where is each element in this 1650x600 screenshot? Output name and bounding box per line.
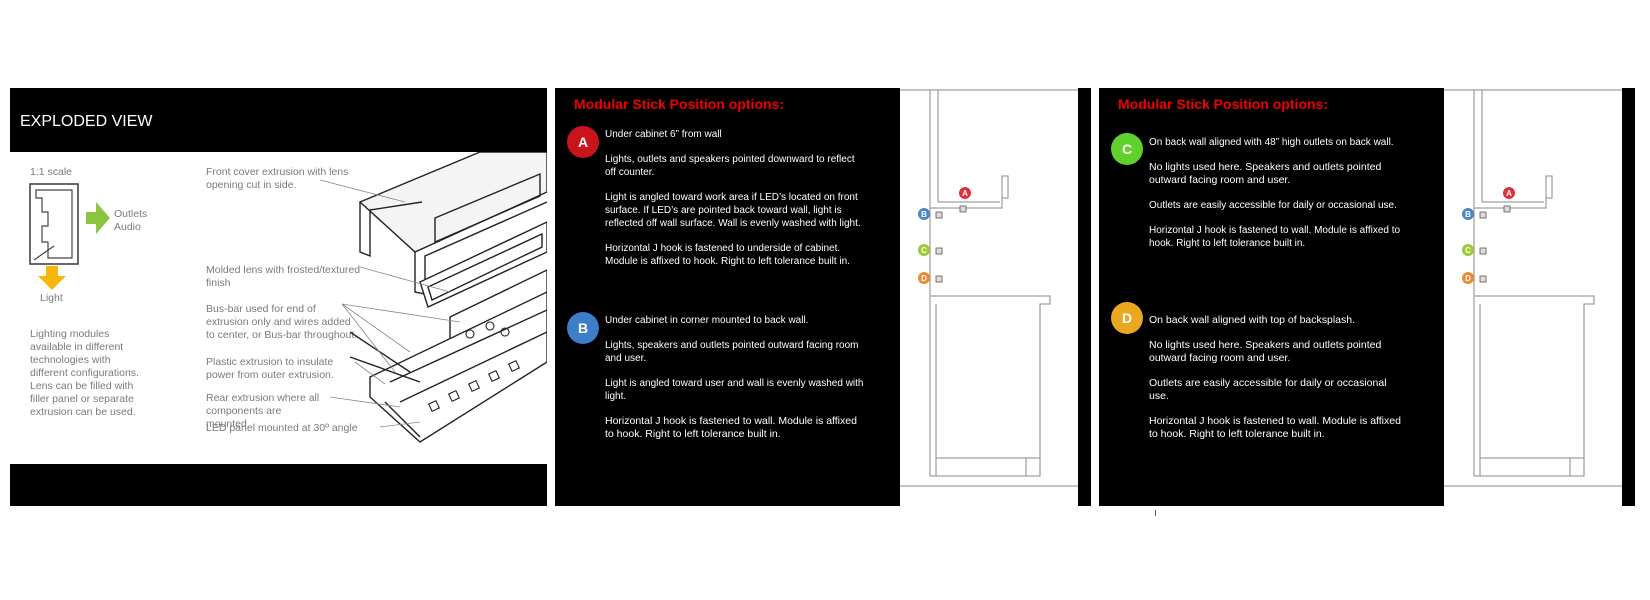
slide-title: Modular Stick Position options: [574, 96, 784, 112]
option-text: Horizontal J hook is fastened to wall. M… [605, 415, 857, 440]
option-text: No lights used here. Speakers and outlet… [1149, 161, 1382, 186]
callout-front-cover: Front cover extrusion with lens opening … [206, 166, 349, 191]
option-b-badge: B [567, 312, 599, 344]
callout-rear-extrusion: Rear extrusion where all components are … [206, 392, 320, 430]
option-text: Under cabinet 6” from wall [605, 129, 722, 140]
option-text: Light is angled toward work area if LED’… [605, 192, 861, 229]
marker-c-icon [918, 244, 930, 256]
scale-label: 1:1 scale [30, 166, 73, 178]
cabinet-section-diagram: A B C D [1444, 88, 1632, 506]
cabinet-elevation-svg: A B C D [1444, 88, 1632, 488]
marker-d-icon [1462, 272, 1474, 284]
marker-b-label: B [1465, 210, 1471, 219]
slide-title: Modular Stick Position options: [1118, 96, 1328, 112]
marker-d-label: D [921, 274, 927, 283]
option-text: Outlets are easily accessible for daily … [1149, 200, 1397, 211]
outlets-label: Outlets [114, 208, 148, 220]
cabinet-elevation-svg: A B C D [900, 88, 1088, 488]
option-text: Horizontal J hook is fastened to wall. M… [1149, 225, 1401, 249]
slide-title: EXPLODED VIEW [20, 113, 153, 130]
outlets-arrow-icon [86, 202, 110, 234]
light-label: Light [40, 292, 63, 304]
option-text: Under cabinet in corner mounted to back … [605, 315, 809, 326]
position-options-ab-slide: Modular Stick Position options: A Under … [555, 88, 1091, 506]
option-text: Horizontal J hook is fastened to wall. M… [1149, 415, 1401, 440]
option-b-description: Under cabinet in corner mounted to back … [605, 314, 865, 453]
option-text: Lights, speakers and outlets pointed out… [605, 340, 859, 364]
marker-a-label: A [962, 189, 968, 198]
marker-c-label: C [1465, 246, 1471, 255]
marker-d-icon [918, 272, 930, 284]
option-a-badge: A [567, 126, 599, 158]
marker-a-label: A [1506, 189, 1512, 198]
callout-led-panel: LED panel mounted at 30º angle [206, 422, 358, 434]
option-d-badge: D [1111, 302, 1143, 334]
option-text: No lights used here. Speakers and outlet… [1149, 339, 1382, 364]
marker-c-label: C [921, 246, 927, 255]
option-text: Outlets are easily accessible for daily … [1149, 377, 1387, 402]
option-text: Lights, outlets and speakers pointed dow… [605, 154, 855, 178]
marker-b-label: B [921, 210, 927, 219]
position-options-cd-slide: Modular Stick Position options: C On bac… [1099, 88, 1635, 506]
slide-tick [1155, 510, 1156, 516]
callout-plastic-extrusion: Plastic extrusion to insulate power from… [206, 356, 334, 381]
option-c-badge: C [1111, 133, 1143, 165]
callout-molded-lens: Molded lens with frosted/textured finish [206, 264, 361, 289]
marker-a-icon [959, 187, 971, 199]
audio-label: Audio [114, 221, 141, 233]
exploded-view-slide: EXPLODED VIEW 1:1 scale Outlets Audio Li… [10, 88, 547, 506]
slide-header: EXPLODED VIEW [10, 88, 547, 152]
marker-a-icon [1503, 187, 1515, 199]
option-d-description: On back wall aligned with top of backspl… [1149, 314, 1409, 453]
option-text: Horizontal J hook is fastened to undersi… [605, 243, 850, 267]
lighting-modules-note: Lighting modules available in different … [30, 328, 139, 418]
exploded-diagram-area: 1:1 scale Outlets Audio Light Lighting m… [10, 152, 547, 464]
option-text: On back wall aligned with 48” high outle… [1149, 137, 1394, 148]
exploded-assembly-sketch [319, 152, 547, 443]
cabinet-section-diagram: A B C D [900, 88, 1088, 506]
marker-b-icon [1462, 208, 1474, 220]
callout-bus-bar: Bus-bar used for end of extrusion only a… [206, 303, 358, 341]
option-c-description: On back wall aligned with 48” high outle… [1149, 136, 1409, 262]
option-a-description: Under cabinet 6” from wall Lights, outle… [605, 128, 865, 280]
marker-b-icon [918, 208, 930, 220]
marker-d-label: D [1465, 274, 1471, 283]
profile-section-diagram [29, 183, 110, 290]
light-arrow-icon [38, 266, 66, 290]
option-text: On back wall aligned with top of backspl… [1149, 314, 1356, 326]
option-text: Light is angled toward user and wall is … [605, 378, 864, 402]
marker-c-icon [1462, 244, 1474, 256]
